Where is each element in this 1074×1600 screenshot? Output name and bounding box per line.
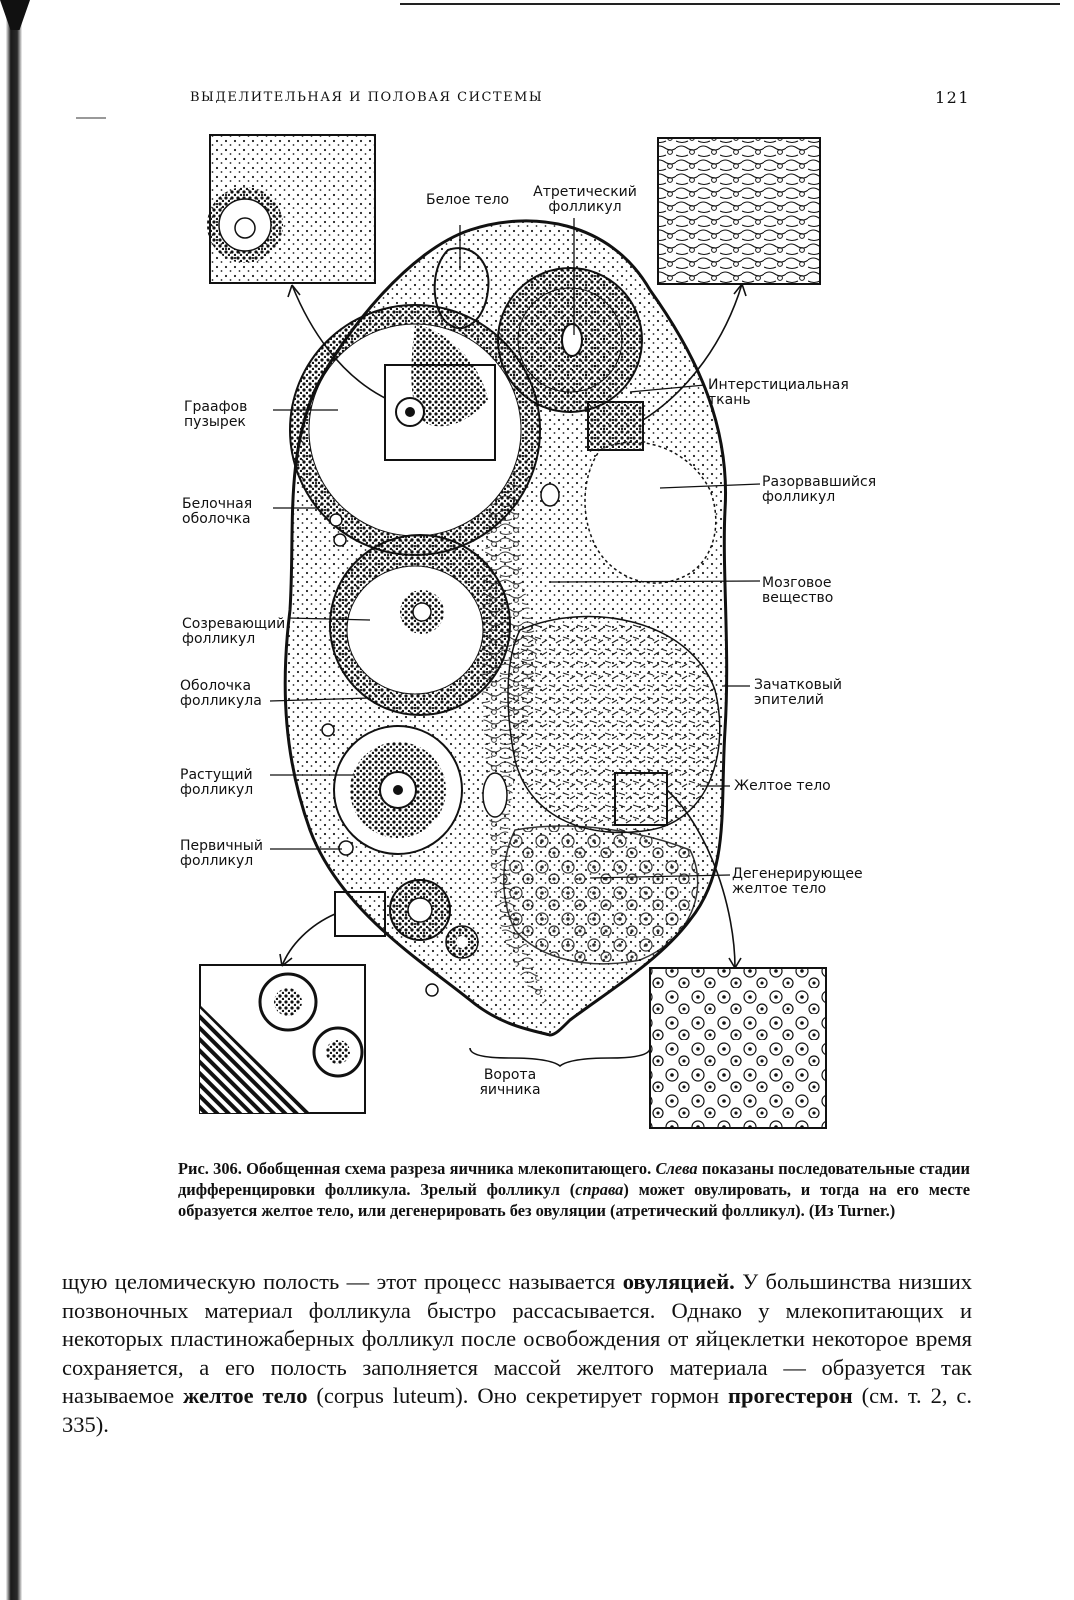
label-graafian-follicle: Граафов пузырек	[184, 400, 270, 430]
scan-edge-bar	[6, 0, 22, 1600]
label-corpus-albicans: Белое тело	[426, 193, 506, 208]
label-corpus-luteum: Желтое тело	[734, 779, 844, 794]
inset-interstitial	[658, 138, 820, 284]
label-follicle-theca: Оболочка фолликула	[180, 679, 272, 709]
label-maturing-follicle: Созревающий фолликул	[182, 617, 288, 647]
hilum-brace	[470, 1048, 650, 1066]
caption-emphasis-left: Слева	[656, 1159, 698, 1178]
label-interstitial-tissue: Интерстициальная ткань	[708, 378, 878, 408]
label-ruptured-follicle: Разорвавшийся фолликул	[762, 475, 882, 505]
label-growing-follicle: Растущий фолликул	[180, 768, 270, 798]
inset-primary-follicles	[200, 965, 365, 1113]
body-paragraph: щую целомическую полость — этот процесс …	[62, 1268, 972, 1439]
label-atretic-follicle: Атретический фолликул	[515, 185, 655, 215]
figure-caption: Рис. 306. Обобщенная схема разреза яични…	[178, 1158, 970, 1221]
label-primary-follicle: Первичный фолликул	[180, 839, 270, 869]
scan-edge-mark	[0, 0, 30, 30]
inset-luteal-cells	[650, 968, 826, 1128]
zoom-frame-interstitial	[588, 402, 643, 450]
label-tunica-albuginea: Белочная оболочка	[182, 497, 270, 527]
term-progesterone: прогестерон	[728, 1383, 853, 1408]
running-title: ВЫДЕЛИТЕЛЬНАЯ И ПОЛОВАЯ СИСТЕМЫ	[190, 90, 543, 105]
degenerating-corpus-luteum	[504, 826, 698, 964]
margin-dash	[76, 117, 106, 119]
caption-lead: Рис. 306. Обобщенная схема разреза яични…	[178, 1159, 651, 1178]
ovary-figure: Белое тело Атретический фолликул Граафов…	[170, 130, 890, 1140]
label-degenerating-corpus-luteum: Дегенерирующее желтое тело	[732, 867, 872, 897]
page-number: 121	[935, 88, 970, 107]
running-head: ВЫДЕЛИТЕЛЬНАЯ И ПОЛОВАЯ СИСТЕМЫ 121	[190, 90, 970, 114]
term-ovulation: овуляцией.	[623, 1269, 735, 1294]
term-corpus-luteum: желтое тело	[183, 1383, 307, 1408]
caption-emphasis-right: справа	[575, 1180, 623, 1199]
label-ovary-hilum: Ворота яичника	[460, 1068, 560, 1098]
top-rule	[400, 3, 1060, 5]
label-germinal-epithelium: Зачатковый эпителий	[754, 678, 864, 708]
inset-primordial	[207, 135, 375, 283]
arrow-to-primary	[282, 914, 335, 966]
label-medulla: Мозговое вещество	[762, 576, 872, 606]
